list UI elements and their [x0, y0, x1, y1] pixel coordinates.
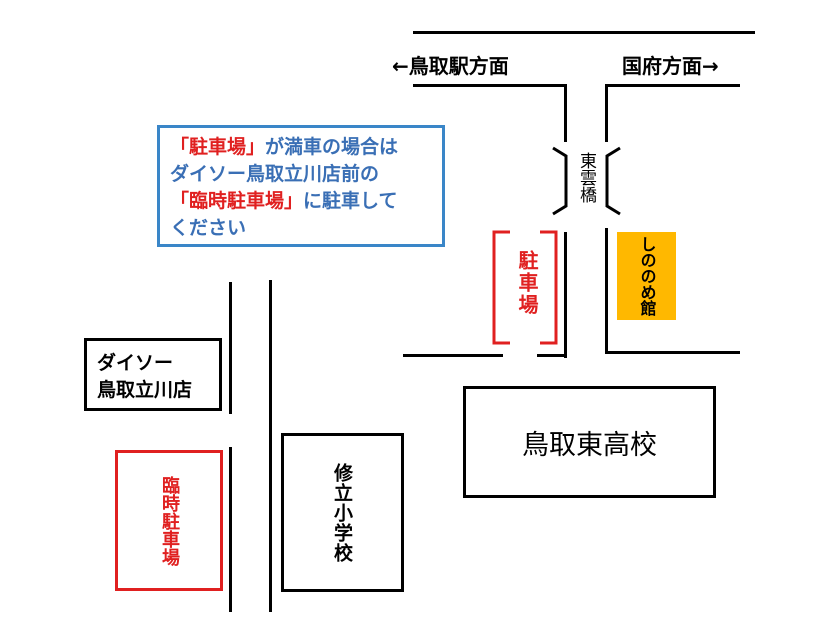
daiso-label: ダイソー	[97, 351, 174, 374]
direction-tottori-station: ←鳥取駅方面	[392, 54, 509, 78]
parking-label: 駐車場	[515, 250, 539, 316]
shinonome-building: しののめ館	[617, 232, 676, 320]
notice-box: 「駐車場」が満車の場合は ダイソー鳥取立川店前の 「臨時駐車場」に駐車して くだ…	[157, 125, 445, 247]
notice-text: ください	[170, 217, 247, 239]
road-line	[605, 84, 740, 87]
shuritsu-label: 修立小学校	[331, 462, 353, 563]
notice-text: に駐車して	[303, 190, 398, 212]
notice-text: ダイソー鳥取立川店前の	[170, 163, 380, 185]
notice-red-text: 「駐車場」	[170, 136, 266, 158]
road-line	[605, 351, 740, 354]
parking-lot	[492, 230, 558, 345]
road-line	[564, 84, 567, 142]
road-line	[413, 31, 755, 34]
bridge-label: 東雲橋	[576, 152, 596, 203]
road-line	[413, 84, 567, 87]
road-line	[403, 354, 503, 357]
bridge-icon	[552, 146, 621, 216]
notice-text: が満車の場合は	[265, 136, 399, 158]
direction-kokufu: 国府方面→	[622, 54, 719, 78]
temporary-parking-label: 臨時駐車場	[159, 475, 180, 566]
shuritsu-elementary-school: 修立小学校	[281, 433, 404, 592]
road-line	[229, 282, 232, 414]
road-line	[269, 280, 272, 612]
tottori-higashi-high-school: 鳥取東高校	[463, 386, 716, 498]
road-line	[229, 447, 232, 612]
daiso-label: 鳥取立川店	[97, 378, 193, 401]
road-line	[564, 232, 567, 358]
daiso-store: ダイソー 鳥取立川店	[84, 338, 222, 411]
temporary-parking: 臨時駐車場	[115, 450, 223, 591]
notice-red-text: 「臨時駐車場」	[170, 190, 304, 212]
shinonome-label: しののめ館	[637, 236, 657, 316]
high-school-label: 鳥取東高校	[522, 429, 657, 461]
road-line	[605, 84, 608, 142]
road-line	[605, 228, 608, 354]
road-line	[537, 354, 567, 357]
